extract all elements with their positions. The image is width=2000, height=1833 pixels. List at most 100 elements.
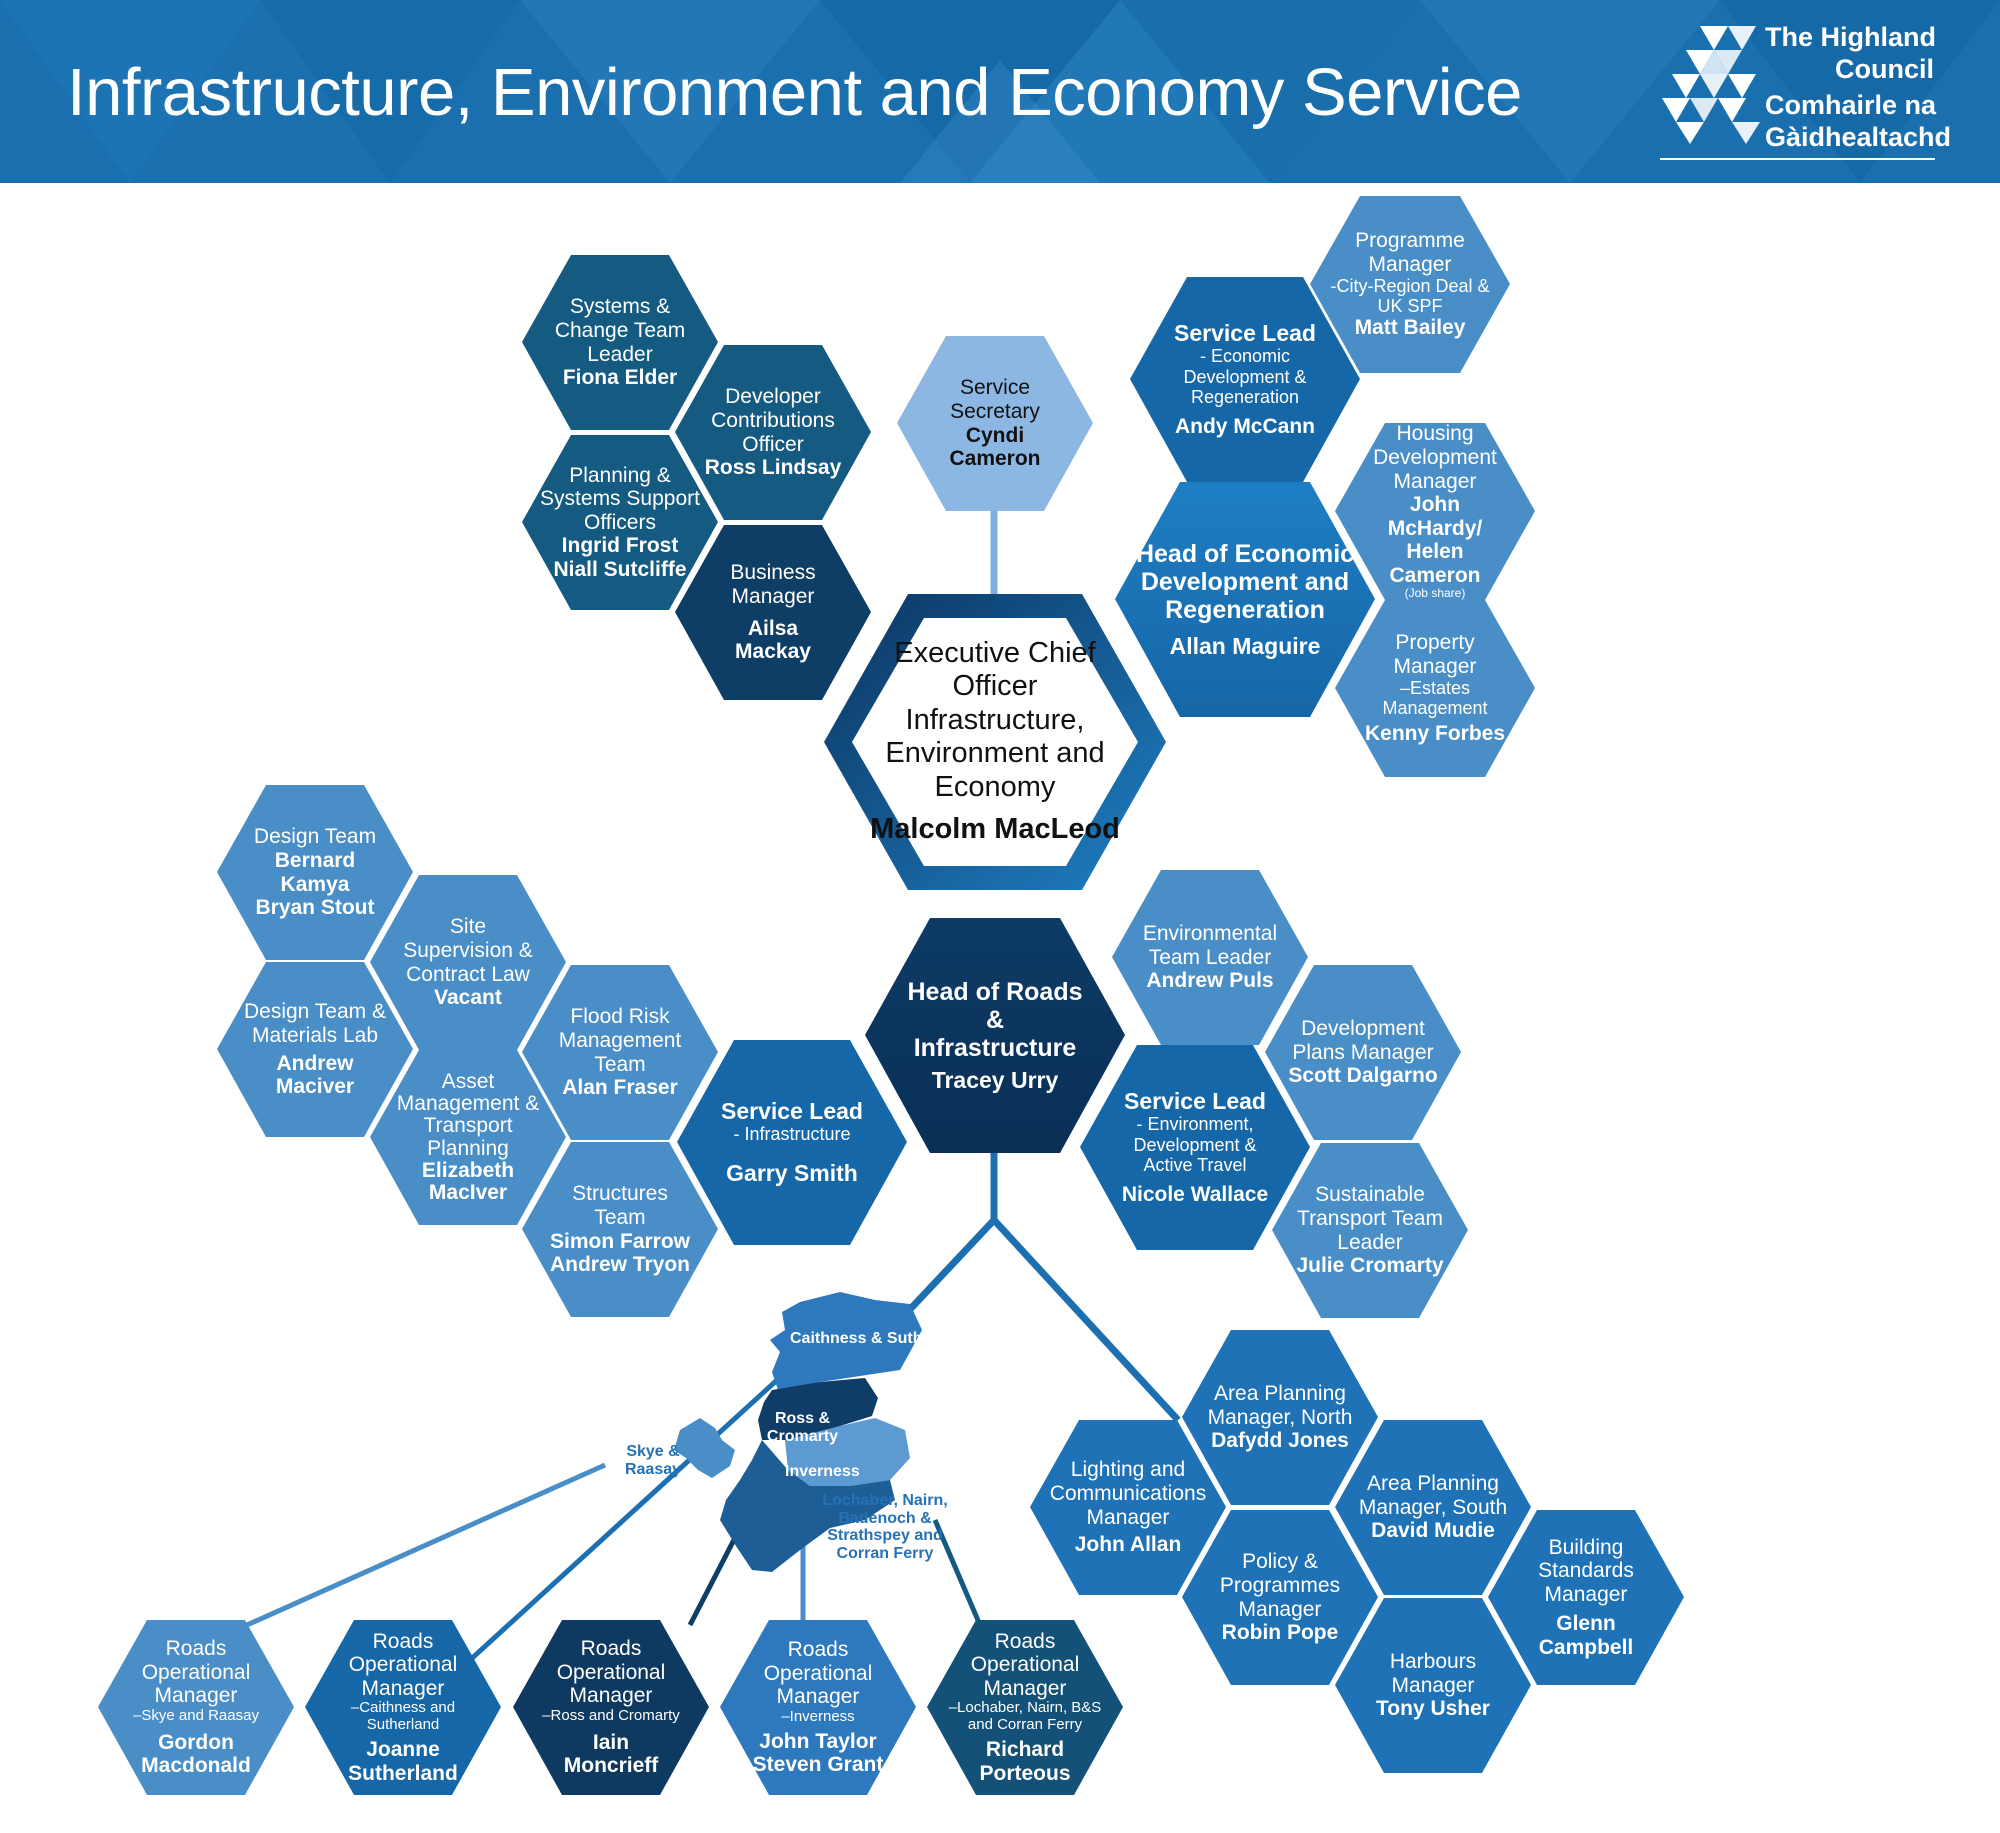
hex-harbours-manager[interactable]: Harbours Manager Tony Usher xyxy=(1335,1598,1531,1773)
area-north-name: Dafydd Jones xyxy=(1211,1429,1349,1453)
logo-underline xyxy=(1660,158,1935,160)
design-lab-title: Design Team & Materials Lab xyxy=(243,1000,387,1047)
hex-design-materials-lab[interactable]: Design Team & Materials Lab Andrew Maciv… xyxy=(217,962,413,1137)
hex-environmental-team[interactable]: Environmental Team Leader Andrew Puls xyxy=(1112,870,1308,1045)
hex-design-team[interactable]: Design Team Bernard Kamya Bryan Stout xyxy=(217,785,413,960)
hex-site-supervision[interactable]: Site Supervision & Contract Law Vacant xyxy=(370,875,566,1050)
hex-shape xyxy=(865,918,1125,1153)
hex-sustainable-transport[interactable]: Sustainable Transport Team Leader Julie … xyxy=(1272,1143,1468,1318)
business-title: Business Manager xyxy=(730,561,816,608)
op-inverness-title: Roads Operational Manager xyxy=(763,1638,873,1709)
hex-programme-manager[interactable]: Programme Manager -City-Region Deal & UK… xyxy=(1310,196,1510,373)
systems-lead-title: Systems & Change Team Leader xyxy=(554,295,686,366)
executive-name: Malcolm MacLeod xyxy=(870,812,1120,845)
executive-title: Executive Chief Officer Infrastructure, … xyxy=(885,636,1105,804)
op-caithness-sub: –Caithness and Sutherland xyxy=(350,1699,456,1734)
hex-lighting-manager[interactable]: Lighting and Communications Manager John… xyxy=(1030,1420,1226,1595)
flood-title: Flood Risk Management Team xyxy=(558,1005,682,1076)
op-lochaber-title: Roads Operational Manager xyxy=(970,1629,1080,1700)
secretary-name: Cyndi Cameron xyxy=(949,423,1041,471)
logo-line-4: Gàidhealtachd xyxy=(1765,122,1952,152)
hex-shape xyxy=(677,1040,907,1245)
hex-shape xyxy=(1115,482,1375,717)
property-sub: –Estates Management xyxy=(1382,678,1488,719)
logo-line-3: Comhairle na xyxy=(1765,90,1937,120)
site-supervision-name: Vacant xyxy=(434,986,502,1010)
property-title: Property Manager xyxy=(1393,631,1477,678)
hex-roads-op-ross[interactable]: Roads Operational Manager –Ross and Crom… xyxy=(513,1620,709,1795)
hex-shape xyxy=(1182,1510,1378,1685)
hex-shape xyxy=(1310,196,1510,373)
hex-shape xyxy=(217,785,413,960)
service-lead-env-title: Service Lead xyxy=(1124,1087,1266,1114)
dev-plans-name: Scott Dalgarno xyxy=(1288,1064,1438,1088)
asset-name: Elizabeth MacIver xyxy=(421,1158,515,1204)
building-name-1: Glenn xyxy=(1556,1612,1616,1636)
hex-head-economic[interactable]: Head of Economic Development and Regener… xyxy=(1115,482,1375,717)
map-skye xyxy=(674,1418,735,1478)
dev-plans-title: Development Plans Manager xyxy=(1292,1017,1434,1064)
op-lochaber-name-2: Porteous xyxy=(979,1761,1071,1785)
op-inverness-name-2: Steven Grant xyxy=(752,1753,884,1777)
hex-service-secretary[interactable]: Service Secretary Cyndi Cameron xyxy=(897,336,1093,511)
hex-systems-change-lead[interactable]: Systems & Change Team Leader Fiona Elder xyxy=(522,255,718,430)
housing-note: (Job share) xyxy=(1404,586,1466,601)
support-officer-name-2: Niall Sutcliffe xyxy=(553,557,687,581)
service-lead-infra-name: Garry Smith xyxy=(726,1159,858,1186)
service-lead-infra-sub: - Infrastructure xyxy=(733,1124,851,1145)
map-label-skye: Skye & Raasay xyxy=(624,1443,682,1478)
highland-council-logo: The Highland Council Comhairle na Gàidhe… xyxy=(1660,18,1960,168)
housing-name-1: John McHardy/ xyxy=(1387,493,1483,540)
hex-developer-contributions[interactable]: Developer Contributions Officer Ross Lin… xyxy=(675,345,871,520)
hex-policy-programmes[interactable]: Policy & Programmes Manager Robin Pope xyxy=(1182,1510,1378,1685)
design-team-name-1: Bernard Kamya xyxy=(274,848,356,896)
developer-name: Ross Lindsay xyxy=(704,456,842,480)
hex-area-planning-north[interactable]: Area Planning Manager, North Dafydd Jone… xyxy=(1182,1330,1378,1505)
hex-area-planning-south[interactable]: Area Planning Manager, South David Mudie xyxy=(1335,1420,1531,1595)
hex-shape xyxy=(1335,600,1535,777)
hex-service-lead-economic[interactable]: Service Lead - Economic Development & Re… xyxy=(1130,277,1360,482)
hex-shape xyxy=(1272,1143,1468,1318)
hex-roads-op-inverness[interactable]: Roads Operational Manager –Inverness Joh… xyxy=(720,1620,916,1795)
hex-support-officers[interactable]: Planning & Systems Support Officers Ingr… xyxy=(522,435,718,610)
hex-executive-chief-officer[interactable]: Executive Chief Officer Infrastructure, … xyxy=(820,590,1170,895)
hex-shape xyxy=(98,1620,294,1795)
hex-roads-op-lochaber[interactable]: Roads Operational Manager –Lochaber, Nai… xyxy=(927,1620,1123,1795)
secretary-title: Service Secretary xyxy=(950,376,1040,423)
hex-head-roads[interactable]: Head of Roads & Infrastructure Tracey Ur… xyxy=(865,918,1125,1153)
hex-business-manager[interactable]: Business Manager Ailsa Mackay xyxy=(675,525,871,700)
hex-shape xyxy=(370,875,566,1050)
hex-shape xyxy=(1182,1330,1378,1505)
hex-housing-manager[interactable]: Housing Development Manager John McHardy… xyxy=(1335,422,1535,601)
hex-roads-op-skye[interactable]: Roads Operational Manager –Skye and Raas… xyxy=(98,1620,294,1795)
hex-flood-risk[interactable]: Flood Risk Management Team Alan Fraser xyxy=(522,965,718,1140)
op-skye-name-2: Macdonald xyxy=(141,1754,251,1778)
structures-name-1: Simon Farrow xyxy=(549,1229,691,1253)
hex-shape xyxy=(1130,277,1360,482)
hex-building-standards[interactable]: Building Standards Manager Glenn Campbel… xyxy=(1488,1510,1684,1685)
op-caithness-name-2: Sutherland xyxy=(348,1761,458,1785)
op-skye-name-1: Gordon xyxy=(158,1730,234,1754)
hex-shape xyxy=(1080,1045,1310,1250)
flood-name: Alan Fraser xyxy=(562,1076,678,1100)
building-title: Building Standards Manager xyxy=(1538,1535,1634,1606)
support-officers-title: Planning & Systems Support Officers xyxy=(540,463,700,534)
hex-development-plans[interactable]: Development Plans Manager Scott Dalgarno xyxy=(1265,965,1461,1140)
hex-service-lead-infrastructure[interactable]: Service Lead - Infrastructure Garry Smit… xyxy=(677,1040,907,1245)
site-supervision-title: Site Supervision & Contract Law xyxy=(403,915,533,986)
hex-service-lead-environment[interactable]: Service Lead - Environment, Development … xyxy=(1080,1045,1310,1250)
header-triangles xyxy=(0,0,2000,183)
op-ross-name-2: Moncrieff xyxy=(563,1754,659,1778)
op-lochaber-sub: –Lochaber, Nairn, B&S and Corran Ferry xyxy=(948,1699,1102,1734)
hex-roads-op-caithness[interactable]: Roads Operational Manager –Caithness and… xyxy=(305,1620,501,1795)
hex-shape xyxy=(1265,965,1461,1140)
header-banner: Infrastructure, Environment and Economy … xyxy=(0,0,2000,183)
hex-property-manager[interactable]: Property Manager –Estates Management Ken… xyxy=(1335,600,1535,777)
environmental-title: Environmental Team Leader xyxy=(1142,922,1278,969)
hex-asset-management[interactable]: Asset Management & Transport Planning El… xyxy=(370,1050,566,1225)
op-skye-sub: –Skye and Raasay xyxy=(133,1706,259,1724)
hex-structures[interactable]: Structures Team Simon Farrow Andrew Tryo… xyxy=(522,1142,718,1317)
housing-name-2: Helen Cameron xyxy=(1389,540,1481,587)
map-label-lochaber: Lochaber, Nairn, Badenoch & Strathspey a… xyxy=(822,1492,948,1562)
structures-name-2: Andrew Tryon xyxy=(549,1253,691,1277)
